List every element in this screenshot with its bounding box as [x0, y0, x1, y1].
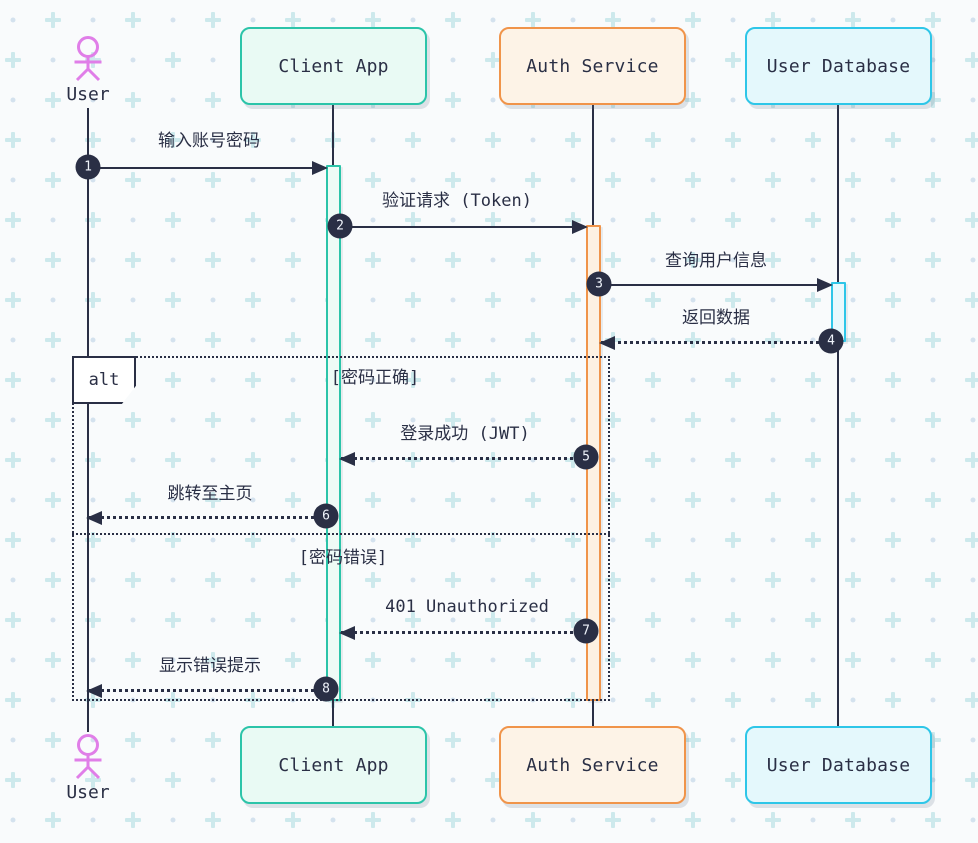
message-number-6: 6	[313, 503, 339, 529]
alt-frame-label: alt	[72, 356, 136, 404]
alt-guard-success: [密码正确]	[330, 368, 420, 388]
participant-label: Auth Service	[526, 754, 659, 776]
participant-label: User Database	[766, 754, 911, 776]
message-number-3: 3	[586, 271, 612, 297]
message-number-1: 1	[75, 154, 101, 180]
message-number-5: 5	[573, 444, 599, 470]
message-number-4: 4	[818, 328, 844, 354]
actor-user-bottom: User	[66, 782, 110, 803]
message-arrow-3	[600, 277, 833, 292]
message-arrow-2	[340, 219, 588, 234]
message-label-4: 返回数据	[682, 308, 750, 328]
message-arrow-4	[599, 335, 831, 350]
message-arrow-8	[86, 683, 326, 698]
message-label-5: 登录成功 (JWT)	[400, 424, 530, 444]
lifeline-user	[86, 108, 90, 732]
message-arrow-5	[339, 451, 586, 466]
message-number-2: 2	[327, 213, 353, 239]
alt-frame	[72, 356, 610, 701]
message-arrow-7	[339, 625, 586, 640]
actor-user-top: User	[66, 84, 110, 105]
message-number-7: 7	[573, 618, 599, 644]
message-label-6: 跳转至主页	[167, 484, 253, 504]
lifeline-user-database	[836, 105, 840, 726]
participant-client-app-bottom: Client App	[240, 726, 427, 804]
participant-label: Client App	[278, 754, 389, 776]
message-number-8: 8	[313, 676, 339, 702]
participant-label: Client App	[278, 55, 389, 77]
participant-user-database-bottom: User Database	[745, 726, 932, 804]
participant-client-app-top: Client App	[240, 27, 427, 105]
message-arrow-6	[86, 510, 326, 525]
alt-frame-divider	[72, 533, 610, 535]
message-arrow-1	[88, 160, 328, 175]
participant-auth-service-top: Auth Service	[499, 27, 686, 105]
alt-guard-failure: [密码错误]	[298, 548, 388, 568]
participant-label: Auth Service	[526, 55, 659, 77]
participant-user-database-top: User Database	[745, 27, 932, 105]
participant-label: User Database	[766, 55, 911, 77]
message-label-1: 输入账号密码	[158, 131, 260, 151]
alt-label-text: alt	[88, 370, 120, 390]
participant-auth-service-bottom: Auth Service	[499, 726, 686, 804]
message-label-7: 401 Unauthorized	[385, 597, 549, 617]
user-actor-icon	[74, 734, 102, 780]
message-label-3: 查询用户信息	[665, 251, 767, 271]
user-actor-icon	[74, 36, 102, 82]
message-label-8: 显示错误提示	[159, 656, 261, 676]
message-label-2: 验证请求 (Token)	[382, 191, 532, 211]
